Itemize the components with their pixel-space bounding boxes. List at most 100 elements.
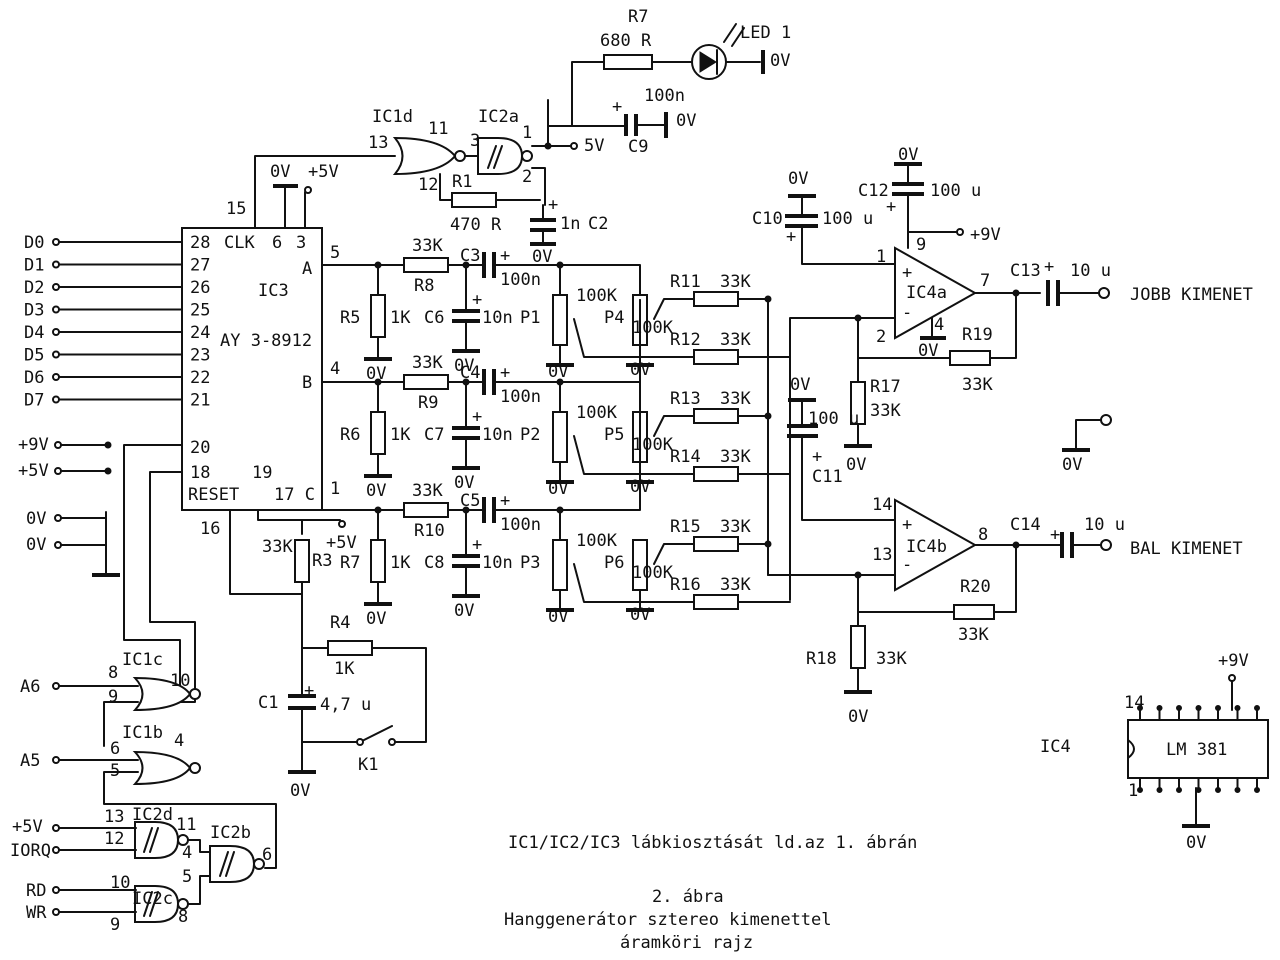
ic2a-pin2: 2 bbox=[522, 167, 532, 187]
ic3-pin16: 16 bbox=[200, 519, 220, 539]
shunt-resistor-label: R5 bbox=[340, 308, 360, 328]
ic2d-label: IC2d bbox=[132, 805, 173, 825]
r4-resistor bbox=[327, 640, 373, 656]
ic4a-pin9: 9 bbox=[916, 235, 926, 255]
shunt-ground: 0V bbox=[366, 609, 386, 629]
rd-label: RD bbox=[26, 881, 46, 901]
ic2a-pin1: 1 bbox=[522, 123, 532, 143]
ic2b-pin4: 4 bbox=[182, 843, 192, 863]
ic2c-pin8: 8 bbox=[178, 907, 188, 927]
ic1b-label: IC1b bbox=[122, 723, 163, 743]
mix-resistor-a-value: 33K bbox=[720, 389, 751, 409]
data-pin-number: 25 bbox=[190, 301, 210, 321]
filter-cap-value: 10n bbox=[482, 425, 513, 445]
shunt-resistor-value: 1K bbox=[390, 308, 411, 328]
ic1c-pin8: 8 bbox=[108, 663, 118, 683]
mix-resistor-b-value: 33K bbox=[720, 575, 751, 595]
ic3-pin19: 19 bbox=[252, 463, 272, 483]
r1-label: R1 bbox=[452, 172, 472, 192]
ic4a-triangle bbox=[894, 246, 978, 340]
ic1d-pin12: 12 bbox=[418, 175, 438, 195]
r18-label: R18 bbox=[806, 649, 837, 669]
wire-ic2a-pins bbox=[531, 99, 571, 206]
r19-resistor bbox=[949, 350, 991, 366]
series-resistor-label: R10 bbox=[414, 521, 445, 541]
pot-b bbox=[632, 539, 648, 591]
shunt-resistor bbox=[370, 294, 386, 338]
mix-resistor-b-label: R12 bbox=[670, 330, 701, 350]
pot-a-value: 100K bbox=[576, 286, 618, 306]
ic3-chip: IC3 AY 3-8912 CLK 6 3 RESET 17 C 19 20 1… bbox=[181, 199, 340, 539]
pot-a-label: P3 bbox=[520, 553, 540, 573]
led1-label: LED 1 bbox=[740, 23, 791, 43]
ic2c-pin10: 10 bbox=[110, 873, 130, 893]
k1-label: K1 bbox=[358, 755, 378, 775]
filter-cap-plus: + bbox=[472, 407, 482, 427]
data-pin-number: 22 bbox=[190, 368, 210, 388]
wire-pin6-3 bbox=[284, 185, 306, 229]
c9-0v: 0V bbox=[676, 111, 696, 131]
r20-value: 33K bbox=[958, 625, 989, 645]
series-resistor bbox=[403, 257, 449, 273]
c11-value: 100 u bbox=[808, 409, 859, 429]
data-pin-number: 26 bbox=[190, 278, 210, 298]
ic1c-pin10: 10 bbox=[170, 671, 190, 691]
ic3-pin17c: 17 C bbox=[274, 485, 315, 505]
ic4b-minus: - bbox=[902, 555, 912, 575]
filter-cap-ground: 0V bbox=[454, 601, 474, 621]
pot-a-label: P1 bbox=[520, 308, 540, 328]
ic1d-pin11: 11 bbox=[428, 119, 448, 139]
mix-resistor-b-value: 33K bbox=[720, 447, 751, 467]
ic3-pin5: 5 bbox=[330, 243, 340, 263]
reset-network: +5V 33K R3 R4 1K + C1 4,7 u 0V K1 bbox=[229, 509, 427, 801]
r17-0v: 0V bbox=[846, 455, 866, 475]
series-resistor-label: R9 bbox=[418, 393, 438, 413]
c12-value: 100 u bbox=[930, 181, 981, 201]
data-pin-net: D4 bbox=[24, 323, 44, 343]
shunt-resistor-label: R6 bbox=[340, 425, 360, 445]
filter-cap-label: C6 bbox=[424, 308, 444, 328]
r4-label: R4 bbox=[330, 613, 350, 633]
filter-cap-plus: + bbox=[472, 535, 482, 555]
c13-value: 10 u bbox=[1070, 261, 1111, 281]
filter-cap-value: 10n bbox=[482, 308, 513, 328]
filter-cap-plus: + bbox=[472, 290, 482, 310]
plus5v-label: +5V bbox=[12, 817, 43, 837]
ic3-pin-a-label: A bbox=[302, 259, 312, 279]
lm381-pin1: 1 bbox=[1128, 781, 1138, 801]
r18-resistor bbox=[850, 625, 866, 669]
filter-cap-label: C7 bbox=[424, 425, 444, 445]
wire-clk bbox=[254, 155, 396, 229]
led1-0v: 0V bbox=[770, 51, 790, 71]
series-resistor-value: 33K bbox=[412, 236, 443, 256]
data-pin-number: 23 bbox=[190, 346, 210, 366]
pot-a bbox=[552, 411, 568, 463]
series-resistor-value: 33K bbox=[412, 481, 443, 501]
ic4b-triangle bbox=[894, 498, 978, 592]
c11-0v: 0V bbox=[790, 375, 810, 395]
ic4b-pin13: 13 bbox=[872, 545, 892, 565]
r17-label: R17 bbox=[870, 377, 901, 397]
c13-plus: + bbox=[1044, 257, 1054, 277]
wire-pin18 bbox=[149, 471, 196, 703]
pot-a-ground: 0V bbox=[548, 607, 568, 627]
coupling-cap-label: C3 bbox=[460, 246, 480, 266]
series-resistor bbox=[403, 374, 449, 390]
ic3-pin3: 3 bbox=[296, 233, 306, 253]
ic4b-pin14: 14 bbox=[872, 495, 892, 515]
ic3-pin1: 1 bbox=[330, 479, 340, 499]
pot-b-value: 100K bbox=[632, 318, 674, 338]
r18-0v: 0V bbox=[848, 707, 868, 727]
shunt-resistor-value: 1K bbox=[390, 425, 411, 445]
r7-top-label: R7 bbox=[628, 7, 648, 27]
rail-0v-label-a: 0V bbox=[26, 509, 46, 529]
ic2d-pin11: 11 bbox=[176, 815, 196, 835]
shunt-ground: 0V bbox=[366, 481, 386, 501]
c2-capacitor bbox=[530, 218, 556, 232]
mix-resistor-a bbox=[693, 536, 739, 552]
